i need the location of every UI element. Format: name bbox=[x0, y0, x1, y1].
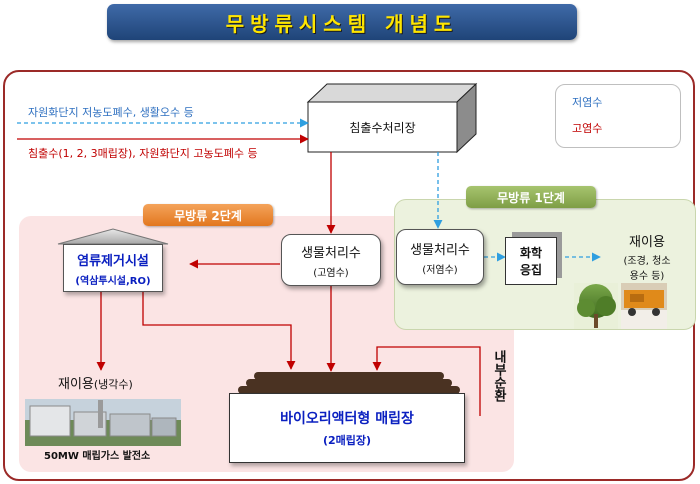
high-inflow-label: 침출수(1, 2, 3매립장), 자원화단지 고농도폐수 등 bbox=[28, 147, 258, 160]
chem-line1: 화학 bbox=[519, 246, 543, 260]
legend-high-label: 고염수 bbox=[572, 122, 603, 135]
chem-line2: 응집 bbox=[519, 263, 543, 277]
reuse1-sub1: (조경, 청소 bbox=[623, 256, 671, 267]
internal-circulation-arrow bbox=[372, 346, 481, 416]
bioreactor-landfill-box: 바이오리액터형 매립장 (2매립장) bbox=[229, 393, 465, 463]
diagram-title-banner: 무방류시스템 개념도 bbox=[107, 4, 577, 40]
reuse2-title: 재이용 bbox=[58, 377, 94, 392]
reactor-sub: (2매립장) bbox=[322, 434, 372, 447]
stage2-label: 무방류 2단계 bbox=[143, 204, 273, 226]
low-inflow-label: 자원화단지 저농도폐수, 생활오수 등 bbox=[28, 106, 194, 119]
bio-high-sub: (고염수) bbox=[313, 267, 349, 279]
bio-low-title: 생물처리수 bbox=[410, 242, 470, 258]
chem-coagulation-box: 화학 응집 bbox=[505, 237, 557, 285]
bio-low-box: 생물처리수 (저염수) bbox=[396, 229, 484, 285]
reuse2-sub: (냉각수) bbox=[93, 378, 133, 391]
ro-sub: (역삼투시설,RO) bbox=[75, 275, 151, 287]
legend bbox=[555, 84, 681, 148]
stage1-label: 무방류 1단계 bbox=[466, 186, 596, 208]
power-plant-photo bbox=[25, 399, 181, 446]
bio-high-box: 생물처리수 (고염수) bbox=[281, 234, 381, 286]
diagram-title: 무방류시스템 개념도 bbox=[225, 11, 459, 36]
ro-facility-box: 염류제거시설 (역삼투시설,RO) bbox=[63, 244, 163, 292]
legend-low-label: 저염수 bbox=[572, 96, 603, 109]
tree-photo bbox=[574, 283, 618, 329]
bio-high-title: 생물처리수 bbox=[301, 245, 361, 261]
ro-roof bbox=[57, 228, 169, 245]
reuse-cooling: 재이용(냉각수) bbox=[58, 373, 133, 392]
reuse1-title: 재이용 bbox=[629, 235, 665, 250]
power-plant-caption: 50MW 매립가스 발전소 bbox=[44, 451, 151, 462]
reuse1-sub2: 용수 등) bbox=[629, 271, 665, 282]
reactor-title: 바이오리액터형 매립장 bbox=[280, 411, 414, 427]
ro-concentrate-arrow bbox=[142, 292, 296, 370]
bio-low-sub: (저염수) bbox=[422, 264, 458, 276]
leachate-plant-box bbox=[306, 82, 478, 154]
truck-photo bbox=[621, 283, 667, 329]
leachate-plant-label: 침출수처리장 bbox=[349, 120, 416, 135]
reuse-landscape: 재이용 (조경, 청소 용수 등) bbox=[602, 231, 692, 282]
internal-circulation-label: 내부순환 bbox=[491, 350, 506, 402]
ro-title: 염류제거시설 bbox=[77, 253, 149, 269]
landfill-layers bbox=[238, 372, 460, 394]
